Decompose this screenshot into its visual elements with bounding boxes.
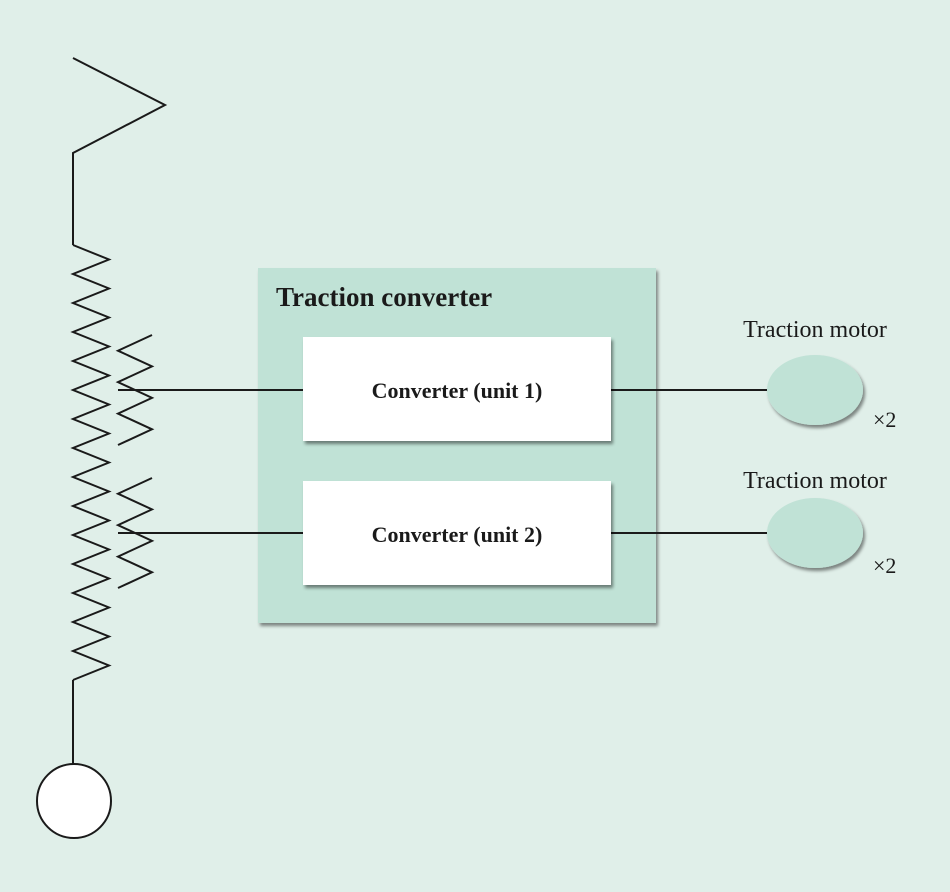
converter-unit-1 [303, 337, 611, 441]
traction-motor-2 [767, 498, 863, 568]
motor-2-multiplier: ×2 [873, 553, 896, 578]
traction-motor-1 [767, 355, 863, 425]
pantograph [72, 57, 168, 245]
motor-1-label: Traction motor [743, 317, 887, 343]
converter-unit-2-label: Converter (unit 2) [372, 522, 543, 547]
converter-unit-2 [303, 481, 611, 585]
transformer-primary-winding [70, 244, 112, 681]
converter-unit-1-label: Converter (unit 1) [372, 378, 543, 403]
motor-2-label: Traction motor [743, 468, 887, 494]
traction-converter-title: Traction converter [276, 282, 492, 312]
wheel-ground [36, 763, 112, 839]
motor-1-multiplier: ×2 [873, 407, 896, 432]
